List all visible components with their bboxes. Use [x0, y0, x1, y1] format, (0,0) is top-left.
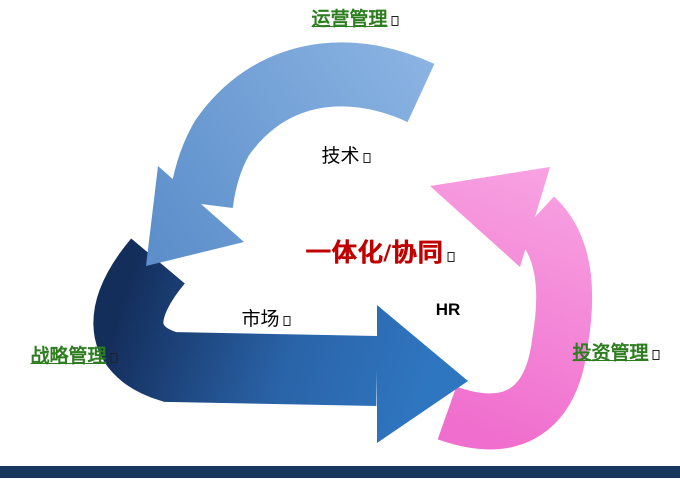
link-strategy-text: 战略管理: [30, 346, 107, 367]
glyph-box-icon: [391, 16, 399, 26]
glyph-box-icon: [110, 353, 118, 363]
glyph-box-icon: [652, 350, 660, 360]
link-investment[interactable]: 投资管理: [572, 343, 660, 365]
label-technology: 技术: [321, 146, 371, 168]
arrow-strategy-band: [93, 238, 378, 406]
link-investment-text: 投资管理: [572, 343, 649, 364]
label-hr: HR: [435, 300, 461, 320]
label-technology-text: 技术: [321, 146, 360, 167]
link-operations-text: 运营管理: [311, 9, 388, 30]
label-hr-text: HR: [435, 300, 461, 319]
label-market: 市场: [241, 309, 291, 331]
glyph-box-icon: [283, 316, 291, 326]
footer-bar: [0, 466, 680, 478]
arrow-investment-band: [437, 196, 593, 450]
arrow-operations: [146, 42, 435, 266]
label-market-text: 市场: [241, 309, 280, 330]
glyph-box-icon: [363, 153, 371, 163]
arrow-investment: [430, 167, 593, 450]
arrow-strategy-head: [377, 305, 468, 443]
arrow-operations-head: [146, 166, 244, 266]
label-center-integration: 一体化/协同: [306, 240, 455, 268]
label-center-integration-text: 一体化/协同: [305, 240, 444, 267]
arrow-operations-band: [169, 42, 435, 209]
arrow-strategy: [93, 238, 468, 443]
link-strategy[interactable]: 战略管理: [30, 346, 118, 368]
link-operations[interactable]: 运营管理: [311, 9, 399, 31]
arrow-investment-head: [430, 167, 550, 267]
glyph-box-icon: [447, 252, 455, 262]
